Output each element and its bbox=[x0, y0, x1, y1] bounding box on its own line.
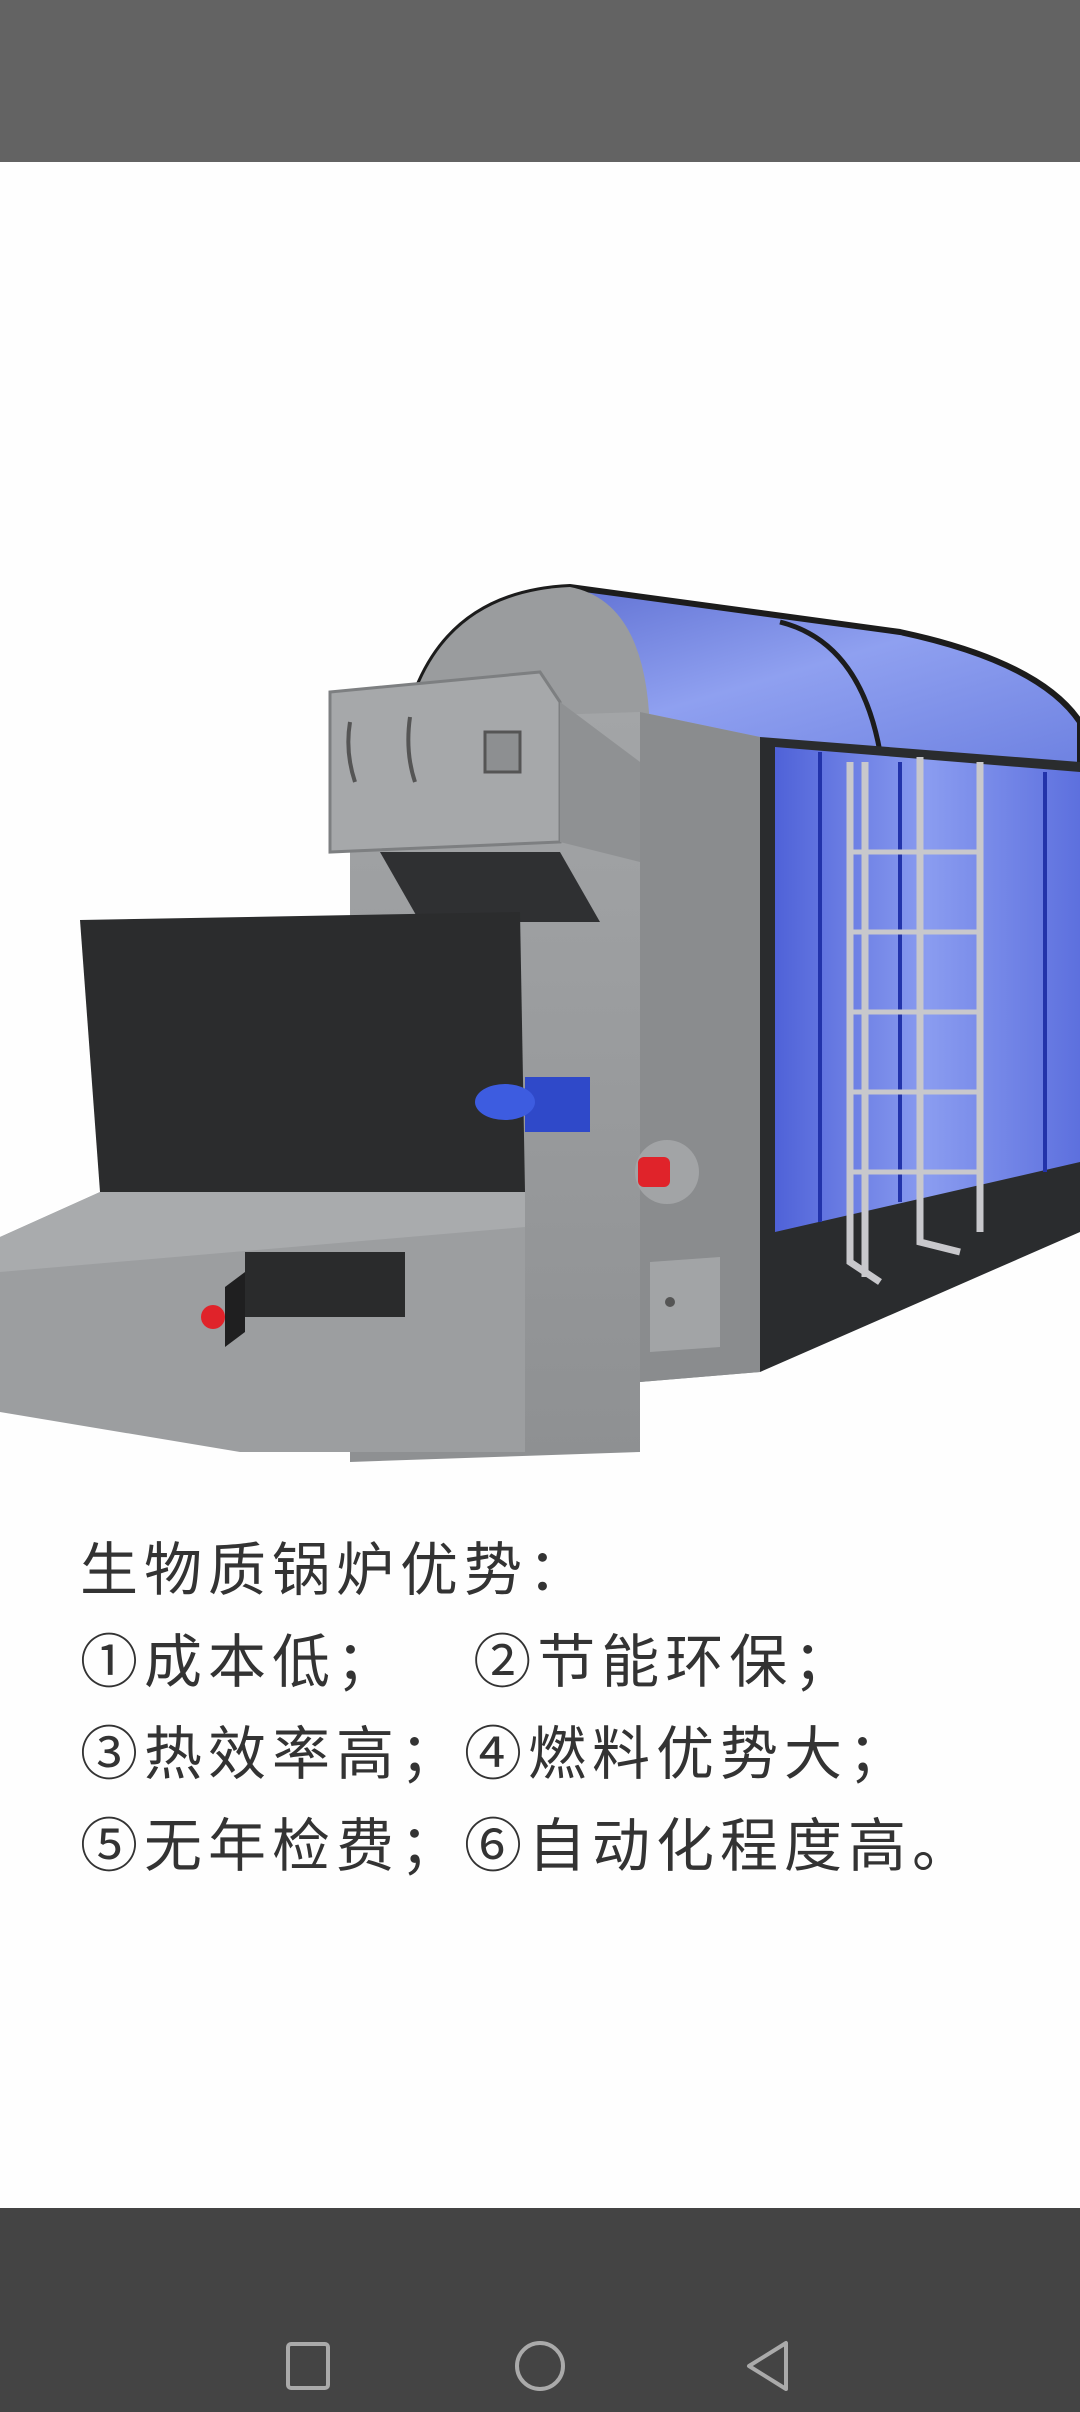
recents-button[interactable] bbox=[268, 2326, 348, 2406]
advantages-line-3: ⑤无年检费；⑥自动化程度高。 bbox=[80, 1812, 977, 1880]
navigation-bar bbox=[0, 2208, 1080, 2412]
advantages-line-2: ③热效率高；④燃料优势大； bbox=[80, 1720, 913, 1788]
home-button[interactable] bbox=[500, 2326, 580, 2406]
back-button[interactable] bbox=[728, 2326, 808, 2406]
triangle-back-icon bbox=[747, 2341, 788, 2391]
image-viewer: 生物质锅炉优势： ①成本低； ②节能环保； ③热效率高；④燃料优势大； ⑤无年检… bbox=[0, 162, 1080, 2208]
boiler-image bbox=[0, 583, 1080, 1462]
status-bar bbox=[0, 0, 1080, 162]
boiler-illustration bbox=[0, 402, 1080, 1462]
advantages-text: 生物质锅炉优势： ①成本低； ②节能环保； ③热效率高；④燃料优势大； ⑤无年检… bbox=[80, 1524, 1040, 1892]
advantages-title: 生物质锅炉优势： bbox=[80, 1536, 593, 1604]
advantages-line-1: ①成本低； ②节能环保； bbox=[80, 1628, 858, 1696]
square-icon bbox=[286, 2342, 330, 2390]
circle-icon bbox=[515, 2341, 565, 2391]
